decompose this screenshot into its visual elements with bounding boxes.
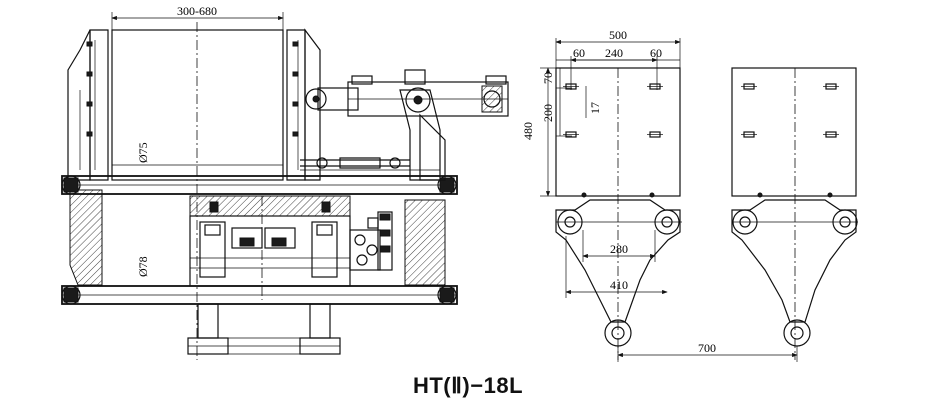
side-view: 300-680: [61, 4, 509, 360]
upper-pin-spacing-label: 280: [610, 242, 628, 256]
linkage-rod: [300, 157, 440, 171]
slot-size-label: 17: [588, 102, 602, 114]
plate-slot: [823, 83, 839, 90]
upper-shaft-diameter-label: Ø75: [136, 142, 150, 163]
main-housing: [111, 22, 284, 360]
right-frame-arm: [286, 28, 321, 181]
plate-slot: [647, 131, 663, 138]
hole-offset-left-label: 60: [573, 46, 585, 60]
overall-width-dimension: 500: [555, 28, 681, 68]
hole-vertical-spacing-label: 200: [541, 104, 555, 122]
lower-shaft: Ø78: [61, 256, 458, 305]
plate-slot: [741, 131, 757, 138]
mounting-plate-right: [731, 67, 857, 360]
left-frame-arm: [67, 29, 109, 286]
lever-dimensions: 280 410: [565, 230, 668, 298]
lever-arm: [555, 199, 682, 347]
lower-pin-spacing-label: 700: [698, 341, 716, 355]
hole-offset-right-label: 60: [650, 46, 662, 60]
mounting-plate: [555, 67, 681, 360]
overall-width-label: 500: [609, 28, 627, 42]
plate-slot: [741, 83, 757, 90]
plate-height-label: 480: [521, 122, 535, 140]
hole-spacing-dimension: 60 240 60: [556, 46, 680, 90]
plate-slot: [823, 131, 839, 138]
vertical-dimensions: 480 70 200 17: [521, 67, 602, 197]
upper-shaft: Ø75: [61, 142, 458, 195]
right-lever-arm: [404, 113, 446, 286]
valve-cluster: [349, 211, 393, 271]
hole-spacing-label: 240: [605, 46, 623, 60]
model-title: HT(Ⅱ)−18L: [413, 373, 523, 398]
base-feet: [187, 303, 341, 355]
lever-arm-right: [731, 199, 858, 347]
pivot-offset-label: 410: [610, 278, 628, 292]
plate-slot: [563, 83, 579, 90]
width-range-dimension: 300-680: [111, 4, 284, 30]
lower-shaft-diameter-label: Ø78: [136, 256, 150, 277]
top-offset-label: 70: [541, 72, 555, 84]
plate-view: 500 60 240 60 480 70 200 17: [521, 28, 682, 360]
hydraulic-cylinder: [305, 69, 509, 181]
lower-pin-spacing-dimension: 700: [617, 341, 798, 362]
plate-slot: [647, 83, 663, 90]
width-range-label: 300-680: [177, 4, 217, 18]
plate-view-right: [731, 67, 858, 360]
lower-drive-block: [189, 195, 351, 300]
plate-slot: [563, 131, 579, 138]
